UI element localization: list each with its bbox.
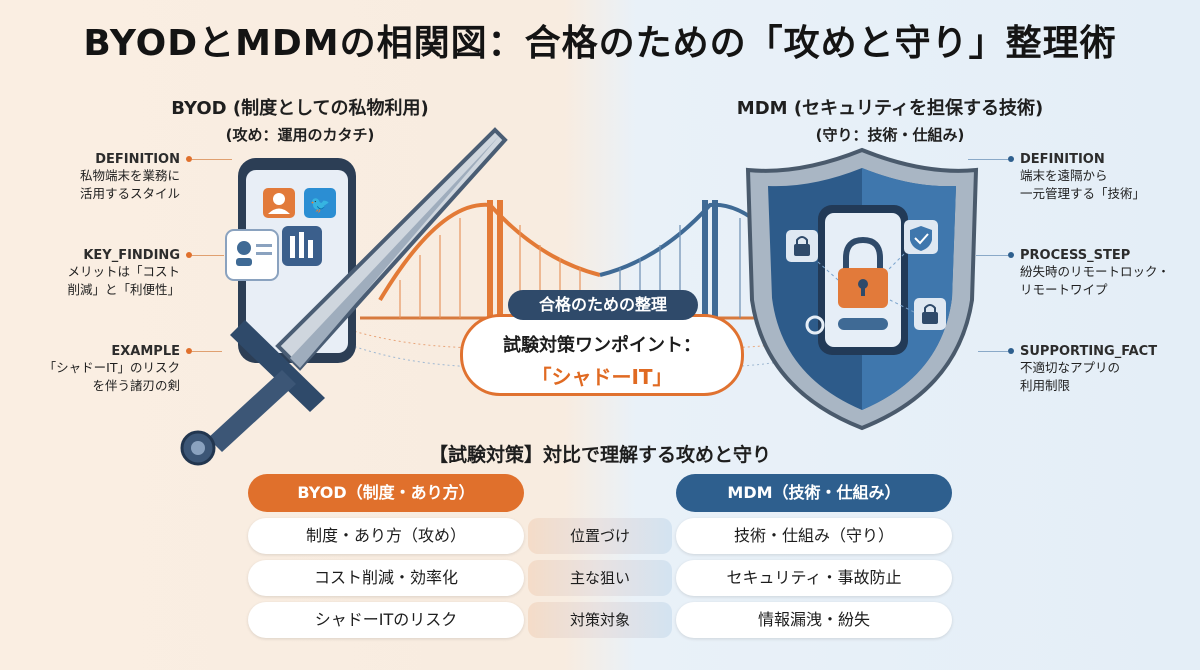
mdm-header: MDM (セキュリティを担保する技術) (守り：技術・仕組み) [700, 94, 1080, 145]
exam-point-keyword: 「シャドーIT」 [531, 365, 673, 389]
note-key: DEFINITION [95, 152, 180, 167]
small-lock-icon [786, 230, 946, 330]
leader-dot [1008, 348, 1014, 354]
note-line: 不適切なアプリの [1020, 360, 1121, 375]
note-line: 活用するスタイル [79, 186, 180, 201]
note-key: PROCESS_STEP [1020, 248, 1131, 263]
note-line: 「シャドーIT」のリスク [43, 360, 180, 375]
byod-header: BYOD (制度としての私物利用) (攻め：運用のカタチ) [120, 94, 480, 145]
gear-icon [805, 315, 825, 335]
note-key: DEFINITION [1020, 152, 1105, 167]
leader-line [192, 351, 222, 352]
note-line: リモートワイプ [1020, 282, 1108, 297]
note-line: を伴う諸刃の剣 [92, 378, 180, 393]
page-title: BYODとMDMの相関図：合格のための「攻めと守り」整理術 [83, 23, 1117, 64]
user-card-icon [225, 229, 279, 281]
note-key: SUPPORTING_FACT [1020, 344, 1158, 359]
byod-header-line1: BYOD (制度としての私物利用) [171, 98, 429, 119]
sword-icon [180, 127, 508, 466]
byod-header-line2: (攻め：運用のカタチ) [225, 126, 375, 144]
mdm-cell: 技術・仕組み（守り） [676, 518, 952, 554]
mdm-column-header: MDM（技術・仕組み） [676, 474, 952, 512]
leader-dot [1008, 252, 1014, 258]
exam-point-box: 試験対策ワンポイント： 「シャドーIT」 [460, 314, 744, 396]
mdm-definition-note: DEFINITION 端末を遠隔から 一元管理する「技術」 [1020, 152, 1196, 203]
comparison-title: 【試験対策】対比で理解する攻めと守り [428, 444, 771, 466]
note-line: 利用制限 [1020, 378, 1071, 393]
note-line: 端末を遠隔から [1020, 168, 1108, 183]
checkmark-shield-icon [904, 220, 938, 254]
svg-text:🐦: 🐦 [310, 195, 330, 214]
padlock-icon [838, 236, 888, 330]
row-label: 主な狙い [528, 560, 672, 596]
note-line: 紛失時のリモートロック・ [1020, 264, 1170, 279]
byod-key-finding-note: KEY_FINDING メリットは「コスト 削減」と「利便性」 [14, 248, 180, 299]
note-line: 削減」と「利便性」 [67, 282, 180, 297]
mdm-header-line1: MDM (セキュリティを担保する技術) [736, 98, 1044, 119]
leader-line [192, 255, 224, 256]
byod-example-note: EXAMPLE 「シャドーIT」のリスク を伴う諸刃の剣 [14, 344, 180, 395]
leader-line [978, 351, 1008, 352]
leader-line [192, 159, 232, 160]
byod-definition-note: DEFINITION 私物端末を業務に 活用するスタイル [14, 152, 180, 203]
row-label: 位置づけ [528, 518, 672, 554]
leader-dot [186, 348, 192, 354]
note-key: EXAMPLE [111, 344, 180, 359]
mdm-cell: 情報漏洩・紛失 [676, 602, 952, 638]
leader-line [976, 255, 1008, 256]
byod-column-header: BYOD（制度・あり方） [248, 474, 524, 512]
mdm-supporting-fact-note: SUPPORTING_FACT 不適切なアプリの 利用制限 [1020, 344, 1196, 395]
leader-dot [186, 156, 192, 162]
note-key: KEY_FINDING [83, 248, 180, 263]
note-line: 私物端末を業務に [79, 168, 180, 183]
byod-cell: コスト削減・効率化 [248, 560, 524, 596]
mdm-header-line2: (守り：技術・仕組み) [815, 126, 965, 144]
byod-cell: 制度・あり方（攻め） [248, 518, 524, 554]
note-line: メリットは「コスト [67, 264, 180, 279]
note-line: 一元管理する「技術」 [1020, 186, 1146, 201]
leader-dot [1008, 156, 1014, 162]
mdm-cell: セキュリティ・事故防止 [676, 560, 952, 596]
byod-cell: シャドーITのリスク [248, 602, 524, 638]
center-badge: 合格のための整理 [508, 290, 698, 320]
row-label: 対策対象 [528, 602, 672, 638]
mdm-process-step-note: PROCESS_STEP 紛失時のリモートロック・ リモートワイプ [1020, 248, 1198, 299]
exam-point-label: 試験対策ワンポイント： [503, 335, 701, 356]
leader-line [968, 159, 1008, 160]
leader-dot [186, 252, 192, 258]
